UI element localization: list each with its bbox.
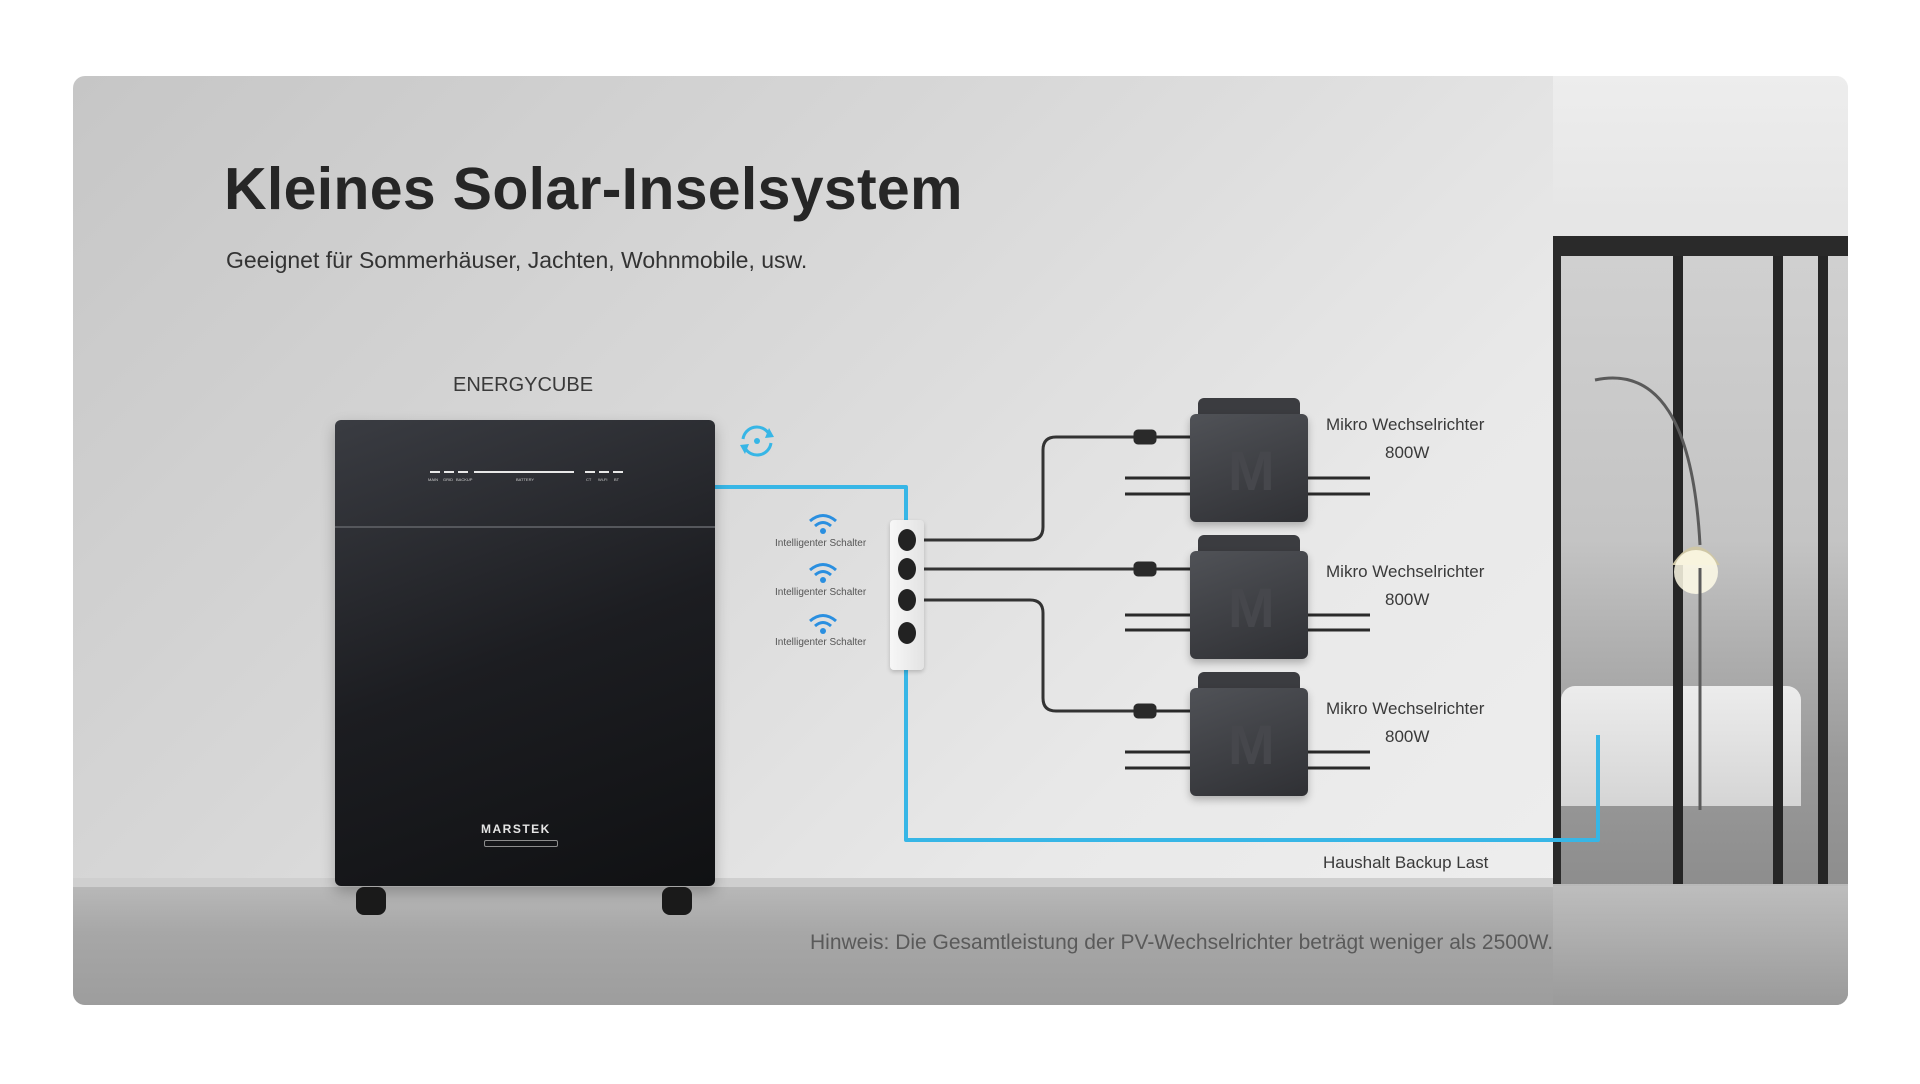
plug-4 — [898, 622, 916, 644]
lamp-arm — [1594, 376, 1702, 546]
smart-switch-label-3: Intelligenter Schalter — [775, 637, 867, 648]
lamp-light — [1674, 550, 1718, 594]
battery-wheel-right — [662, 887, 692, 915]
battery-level-bar — [474, 471, 574, 473]
terrace — [1553, 886, 1848, 1005]
inverter-connectors — [1125, 429, 1370, 770]
battery-label: ENERGYCUBE — [453, 374, 594, 396]
plug-1 — [898, 529, 916, 551]
brand-logo: MARSTEK — [481, 822, 551, 836]
battery-seam — [335, 526, 715, 528]
baseboard — [73, 878, 1553, 887]
indicator-grid — [444, 471, 454, 473]
indicator-bt — [613, 471, 623, 473]
micro-inverter-3 — [1190, 688, 1308, 796]
wifi-icon — [809, 614, 837, 634]
energycube-battery — [335, 420, 715, 886]
smart-switch-label-1: Intelligenter Schalter — [775, 538, 867, 549]
indicator-ct — [585, 471, 595, 473]
micro-inverter-1 — [1190, 414, 1308, 522]
page-subtitle: Geeignet für Sommerhäuser, Jachten, Wohn… — [226, 247, 808, 273]
inverter-logo: M — [1228, 713, 1275, 776]
inverter-label-3: Mikro Wechselrichter — [1326, 699, 1485, 718]
inverter-logo: M — [1228, 439, 1275, 502]
inverter-logo: M — [1228, 576, 1275, 639]
indicator-label-ct: CT — [586, 477, 592, 482]
indicator-wifi — [599, 471, 609, 473]
indicator-label-wifi: Wi-Fi — [598, 477, 608, 482]
inverter-power-1: 800W — [1385, 443, 1430, 462]
indicator-main — [430, 471, 440, 473]
sync-icon — [740, 425, 774, 457]
window-mullion — [1773, 256, 1783, 886]
cable-inverter-1 — [922, 435, 1135, 542]
window-mullion — [1818, 256, 1828, 886]
backup-load-cable — [904, 670, 1600, 842]
indicator-label-main: MAIN — [428, 477, 438, 482]
plug-3 — [898, 589, 916, 611]
micro-inverter-2 — [1190, 551, 1308, 659]
cable-inverter-3 — [922, 598, 1135, 713]
page-title: Kleines Solar-Inselsystem — [224, 156, 963, 222]
backup-load-label: Haushalt Backup Last — [1323, 853, 1489, 872]
smart-switch-label-2: Intelligenter Schalter — [775, 587, 867, 598]
inverter-handle — [1198, 672, 1300, 692]
inverter-handle — [1198, 535, 1300, 555]
wifi-icon — [809, 514, 837, 534]
wifi-icon — [809, 563, 837, 583]
plug-2 — [898, 558, 916, 580]
indicator-label-bt: BT — [614, 477, 620, 482]
footnote: Hinweis: Die Gesamtleistung der PV-Wechs… — [810, 931, 1554, 954]
inverter-handle — [1198, 398, 1300, 418]
inverter-label-2: Mikro Wechselrichter — [1326, 562, 1485, 581]
battery-wheel-left — [356, 887, 386, 915]
inverter-power-3: 800W — [1385, 727, 1430, 746]
inverter-label-1: Mikro Wechselrichter — [1326, 415, 1485, 434]
indicator-label-backup: BACKUP — [456, 477, 473, 482]
indicator-label-battery: BATTERY — [516, 477, 535, 482]
battery-output-cable — [715, 485, 908, 520]
indicator-label-grid: GRID — [443, 477, 453, 482]
brand-tagline-box — [484, 840, 558, 847]
inverter-power-2: 800W — [1385, 590, 1430, 609]
indicator-backup — [458, 471, 468, 473]
